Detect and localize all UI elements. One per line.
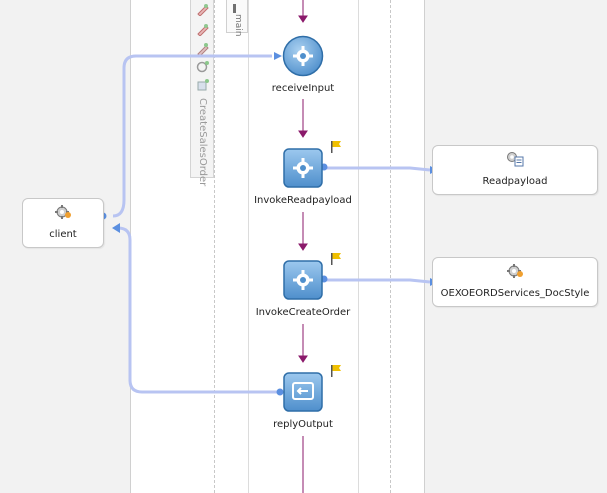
gear-icon	[293, 158, 313, 178]
service-gear-icon	[507, 264, 523, 278]
invoke-create-order-label: InvokeCreateOrder	[255, 307, 351, 318]
oexo-label: OEXOEORDServices_DocStyle	[440, 288, 590, 299]
scope-name-label: CreateSalesOrder	[197, 98, 208, 187]
flag-icon	[331, 253, 341, 265]
oexo-partner-link[interactable]: OEXOEORDServices_DocStyle	[432, 257, 598, 307]
process-lane-border-right	[358, 0, 359, 493]
invoke-create-order-activity[interactable]	[283, 260, 325, 302]
lane-divider-right	[424, 0, 425, 493]
process-lane-border-left	[248, 0, 249, 493]
invoke-readpayload-activity[interactable]	[283, 148, 325, 190]
refresh-icon[interactable]	[196, 60, 210, 74]
flag-icon	[331, 365, 341, 377]
sequence-flow-arrows	[298, 0, 308, 493]
readpayload-label: Readpayload	[482, 176, 548, 187]
collapse-bar-icon	[233, 4, 236, 13]
flag-icon	[331, 141, 341, 153]
gear-icon	[293, 270, 313, 290]
reply-icon	[292, 382, 314, 400]
client-partner-link[interactable]: client	[22, 198, 104, 248]
receive-input-activity[interactable]	[282, 35, 324, 77]
main-tab-label: main	[233, 14, 243, 37]
client-label: client	[49, 229, 77, 240]
reply-output-label: replyOutput	[273, 419, 333, 430]
receive-input-label: receiveInput	[271, 83, 335, 94]
scope-dashed-border-right	[390, 0, 391, 493]
service-gear-icon	[55, 205, 71, 219]
scope-dashed-border-left	[214, 0, 215, 493]
reply-output-activity[interactable]	[283, 372, 325, 414]
readpayload-partner-link[interactable]: Readpayload	[432, 145, 598, 195]
partner-wires	[112, 54, 431, 394]
partner-link-lane-right	[424, 0, 607, 493]
main-sequence-tab[interactable]: main	[226, 0, 248, 37]
gear-icon	[293, 46, 313, 66]
wire-arrowheads	[99, 52, 438, 396]
edit-variable-icon[interactable]	[196, 22, 210, 36]
scope-toolbar: CreateSalesOrder	[190, 0, 214, 187]
add-icon[interactable]	[196, 78, 210, 92]
edit-variable-icon[interactable]	[196, 2, 210, 16]
invoke-readpayload-label: InvokeReadpayload	[254, 195, 352, 206]
file-adapter-icon	[507, 152, 524, 167]
